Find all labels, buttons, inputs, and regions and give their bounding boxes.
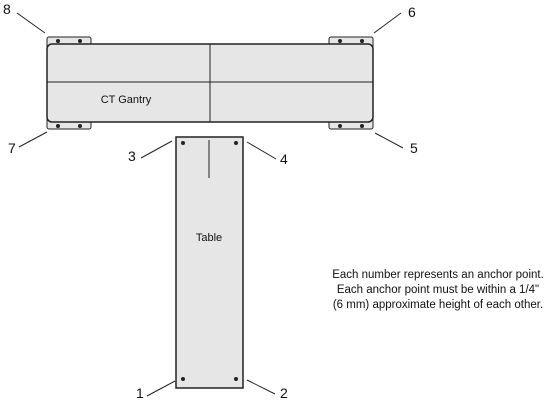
leader-line-4 [246, 141, 277, 160]
anchor-hole-5a [338, 124, 342, 128]
leader-line-2 [246, 379, 276, 395]
anchor-hole-6a [338, 39, 342, 43]
anchor-hole-2 [234, 377, 238, 381]
anchor-hole-8a [56, 39, 60, 43]
anchor-hole-5b [360, 124, 364, 128]
anchor-hole-3 [181, 141, 185, 145]
anchor-label-8: 8 [3, 1, 11, 17]
anchor-hole-8b [78, 39, 82, 43]
anchor-label-1: 1 [136, 385, 144, 400]
leader-line-3 [140, 140, 173, 159]
table-label: Table [196, 232, 222, 244]
anchor-note-line-3: (6 mm) approximate height of each other. [332, 299, 544, 311]
anchor-hole-7a [56, 124, 60, 128]
anchor-note-line-2: Each anchor point must be within a 1/4" [336, 284, 540, 296]
gantry-label: CT Gantry [101, 94, 152, 106]
anchor-label-4: 4 [280, 151, 288, 167]
anchor-label-5: 5 [410, 140, 418, 156]
anchor-hole-7b [78, 124, 82, 128]
anchor-label-7: 7 [8, 140, 16, 156]
patient-table [175, 136, 244, 389]
anchor-hole-4 [234, 141, 238, 145]
anchor-label-3: 3 [128, 148, 136, 164]
anchor-label-2: 2 [280, 385, 288, 400]
leader-line-1 [146, 380, 176, 397]
leader-line-5 [374, 132, 404, 149]
anchor-label-6: 6 [408, 4, 416, 20]
anchor-hole-6b [360, 39, 364, 43]
leader-line-8 [16, 12, 46, 34]
anchor-note: Each number represents an anchor point. … [318, 268, 558, 313]
leader-line-6 [373, 12, 402, 34]
anchor-note-line-1: Each number represents an anchor point. [332, 269, 544, 281]
leader-line-7 [18, 131, 48, 148]
anchor-hole-1 [181, 377, 185, 381]
